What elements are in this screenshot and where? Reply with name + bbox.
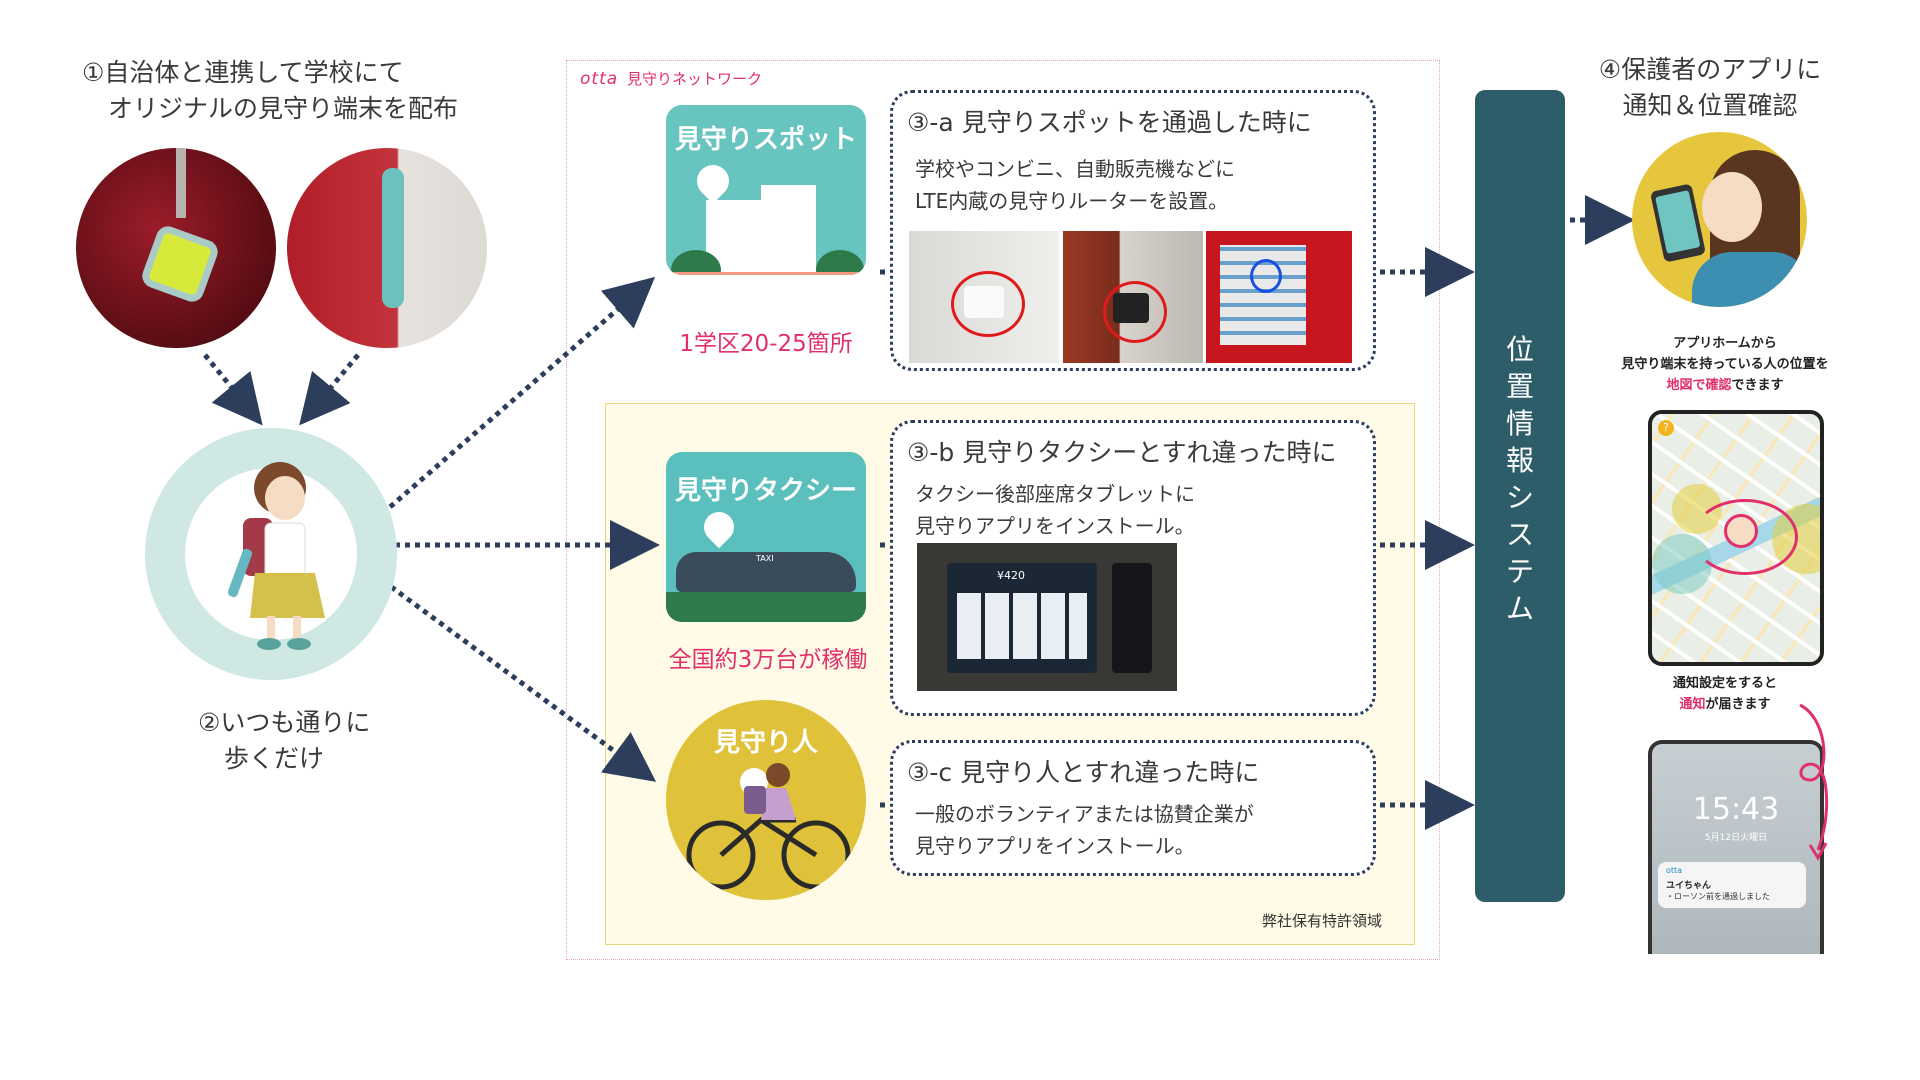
patent-label: 弊社保有特許領域 (1262, 912, 1383, 930)
help-icon: ? (1658, 420, 1674, 436)
notification-card[interactable]: otta ユイちゃん ・ローソン前を通過しました (1658, 862, 1806, 908)
taxi-desc-1: タクシー後部座席タブレットに (915, 482, 1195, 506)
taxi-count: 全国約3万台が稼働 (668, 647, 868, 673)
device-photo-1 (76, 148, 276, 348)
card-reader (1112, 563, 1152, 673)
app-home-line1: アプリホームから (1673, 336, 1777, 351)
notify-caption: 通知設定をすると 通知が届きます (1605, 673, 1845, 715)
step1-caption: ①自治体と連携して学校にて オリジナルの見守り端末を配布 (82, 55, 458, 127)
step1-line1: ①自治体と連携して学校にて (82, 58, 404, 87)
location-system-box: 位置情報システム (1475, 90, 1565, 902)
lock-time: 15:43 (1692, 792, 1780, 827)
app-home-caption: アプリホームから 見守り端末を持っている人の位置を 地図で確認できます (1605, 333, 1845, 396)
parent-face (1702, 172, 1762, 242)
app-home-line2: 見守り端末を持っている人の位置を (1621, 357, 1829, 372)
device-stick-icon (382, 168, 404, 308)
tablet-price: ¥420 (997, 569, 1025, 582)
step1-line2: オリジナルの見守り端末を配布 (108, 94, 459, 123)
building-icon-2 (761, 185, 816, 275)
highlight-circle (1103, 281, 1167, 343)
network-label: otta 見守りネットワーク (580, 68, 762, 89)
taxi-tile-label: 見守りタクシー (674, 476, 857, 506)
child-circle (145, 428, 397, 680)
notify-highlight: 通知 (1679, 697, 1706, 712)
step2-line2: 歩くだけ (224, 744, 325, 773)
notif-app-name: otta (1666, 866, 1683, 875)
person-desc-2: 見守りアプリをインストール。 (915, 834, 1195, 858)
notify-line1: 通知設定をすると (1672, 676, 1777, 691)
tablet-buttons (957, 593, 1087, 659)
location-highlight-ring (1692, 499, 1798, 575)
tablet-screen: ¥420 (947, 563, 1097, 673)
lock-date: 5月12日火曜日 (1704, 833, 1768, 843)
person-card: ③-c 見守り人とすれ違った時に 一般のボランティアまたは協賛企業が 見守りアプ… (890, 740, 1376, 876)
device-photo-2 (287, 148, 487, 348)
spot-card: ③-a 見守りスポットを通過した時に 学校やコンビニ、自動販売機などに LTE内… (890, 90, 1376, 371)
taxi-sign: TAXI (756, 554, 774, 563)
spot-desc-2: LTE内蔵の見守りルーターを設置。 (915, 189, 1229, 213)
person-tile-label: 見守り人 (713, 728, 818, 758)
parent-body (1692, 252, 1807, 307)
spot-count: 1学区20-25箇所 (679, 331, 853, 357)
system-label-char: テ (1505, 555, 1534, 588)
taxi-card: ③-b 見守りタクシーとすれ違った時に タクシー後部座席タブレットに 見守りアプ… (890, 420, 1376, 716)
step4-caption: ④保護者のアプリに 通知＆位置確認 (1590, 52, 1830, 124)
otta-logo: otta (580, 69, 619, 89)
step4-line2: 通知＆位置確認 (1622, 91, 1798, 120)
spot-photo-window (909, 231, 1059, 363)
phone-screen (1655, 190, 1701, 254)
child-illustration (227, 462, 325, 650)
spot-desc-1: 学校やコンビニ、自動販売機などに (915, 157, 1235, 181)
notify-line2-rest: が届きます (1705, 697, 1771, 712)
highlight-circle (951, 271, 1025, 337)
taxi-car-icon: TAXI (676, 552, 856, 592)
system-label-char: 報 (1505, 444, 1534, 477)
wifi-pin-icon (697, 505, 741, 549)
system-label-char: 置 (1505, 370, 1534, 403)
device-square-icon (138, 222, 222, 306)
step2-line1: ②いつも通りに (198, 708, 371, 737)
app-home-map-highlight: 地図で確認 (1666, 378, 1732, 393)
person-desc-1: 一般のボランティアまたは協賛企業が (915, 802, 1254, 826)
app-home-line3-rest: できます (1731, 378, 1784, 393)
network-frame (566, 60, 1440, 960)
step4-line1: ④保護者のアプリに (1598, 55, 1822, 84)
grass (666, 592, 866, 622)
taxi-tile: 見守りタクシー TAXI (666, 452, 866, 622)
person-tile: 見守り人 (666, 700, 866, 900)
map-phone: ? (1648, 410, 1824, 666)
notif-title: ユイちゃん (1666, 881, 1712, 891)
taxi-desc-2: 見守りアプリをインストール。 (915, 514, 1195, 538)
spot-photo-door (1063, 231, 1203, 363)
parent-phone-circle (1632, 132, 1807, 307)
system-label-char: 位 (1505, 333, 1534, 366)
notif-body: ・ローソン前を通過しました (1666, 892, 1770, 901)
system-label-char: ス (1505, 518, 1534, 551)
spot-tile-label: 見守りスポット (674, 125, 857, 155)
person-card-title: ③-c 見守り人とすれ違った時に (907, 758, 1260, 787)
spot-photo-vending (1206, 231, 1352, 363)
ground (666, 272, 866, 275)
notify-line2: 通知が届きます (1605, 694, 1845, 715)
system-label-char: シ (1505, 481, 1534, 514)
zipper-icon (176, 148, 186, 218)
taxi-card-title: ③-b 見守りタクシーとすれ違った時に (907, 438, 1337, 467)
tree-icon (671, 250, 721, 275)
cyclist-illustration (686, 763, 851, 890)
spot-tile: 見守りスポット (666, 105, 866, 275)
wifi-pin-icon (690, 158, 736, 204)
network-label-text: 見守りネットワーク (626, 70, 762, 88)
phone-icon (1649, 183, 1707, 263)
app-home-line3: 地図で確認できます (1605, 375, 1845, 396)
notify-arrow (1799, 703, 1829, 862)
spot-card-title: ③-a 見守りスポットを通過した時に (907, 108, 1312, 137)
highlight-circle (1250, 259, 1282, 293)
step2-caption: ②いつも通りに 歩くだけ (198, 705, 370, 777)
tree-icon-2 (816, 250, 864, 275)
taxi-tablet-photo: ¥420 (917, 543, 1177, 691)
lock-phone: 15:43 5月12日火曜日 otta ユイちゃん ・ローソン前を通過しました (1648, 740, 1824, 954)
system-label-char: 情 (1505, 407, 1534, 440)
system-label-char: ム (1505, 592, 1534, 625)
